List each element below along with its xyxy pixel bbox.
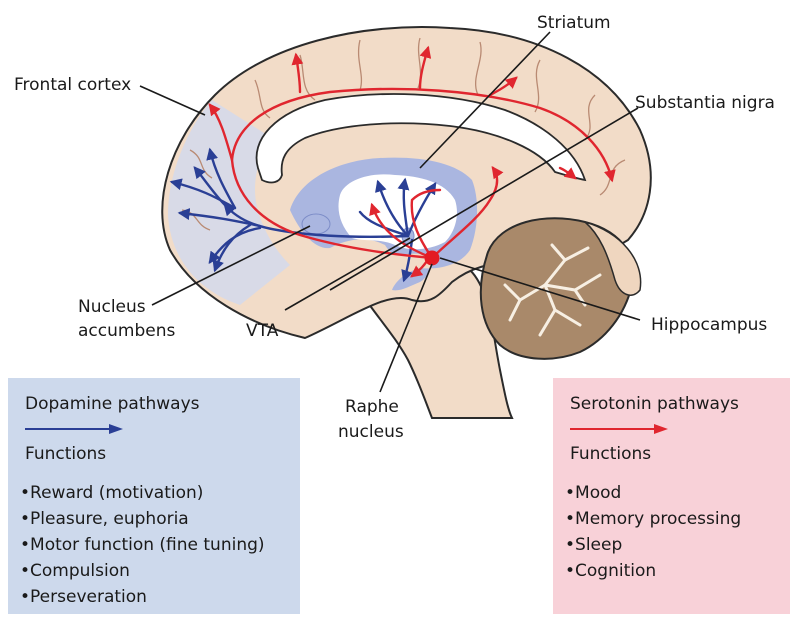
label-raphe-line1: Raphe <box>345 397 399 417</box>
cerebellum-cap <box>584 221 642 296</box>
leader-lines <box>139 31 641 393</box>
list-item: Motor function (fine tuning) <box>20 532 265 558</box>
corpus-callosum <box>255 93 587 184</box>
label-substantia-nigra: Substantia nigra <box>635 93 775 113</box>
serotonin-legend-panel: Serotonin pathways Functions Mood Memory… <box>553 378 790 614</box>
arbor-vitae <box>503 243 602 337</box>
dopamine-functions-heading: Functions <box>25 444 107 464</box>
nucleus-accumbens-shape <box>301 213 331 235</box>
raphe-nucleus-dot <box>424 250 440 266</box>
label-raphe-line2: nucleus <box>338 422 404 442</box>
dopamine-panel-title: Dopamine pathways <box>25 394 200 414</box>
label-nucleus-accumbens-line1: Nucleus <box>78 297 146 317</box>
serotonin-functions-heading: Functions <box>570 444 652 464</box>
label-hippocampus: Hippocampus <box>651 315 767 335</box>
list-item: Cognition <box>565 558 741 584</box>
list-item: Mood <box>565 480 741 506</box>
list-item: Perseveration <box>20 584 265 610</box>
dopamine-arrow-icon <box>25 424 123 434</box>
dopamine-functions-list: Reward (motivation) Pleasure, euphoria M… <box>20 480 265 610</box>
list-item: Sleep <box>565 532 741 558</box>
label-frontal-cortex: Frontal cortex <box>14 75 131 95</box>
dopamine-legend-panel: Dopamine pathways Functions Reward (moti… <box>8 378 300 614</box>
serotonin-pathways <box>208 45 616 278</box>
label-nucleus-accumbens-line2: accumbens <box>78 321 175 341</box>
serotonin-panel-title: Serotonin pathways <box>570 394 739 414</box>
label-striatum: Striatum <box>537 13 611 33</box>
serotonin-functions-list: Mood Memory processing Sleep Cognition <box>565 480 741 584</box>
list-item: Pleasure, euphoria <box>20 506 265 532</box>
list-item: Compulsion <box>20 558 265 584</box>
serotonin-arrow-icon <box>570 424 668 434</box>
list-item: Reward (motivation) <box>20 480 265 506</box>
label-vta: VTA <box>246 321 279 341</box>
central-white-region <box>338 174 457 250</box>
list-item: Memory processing <box>565 506 741 532</box>
